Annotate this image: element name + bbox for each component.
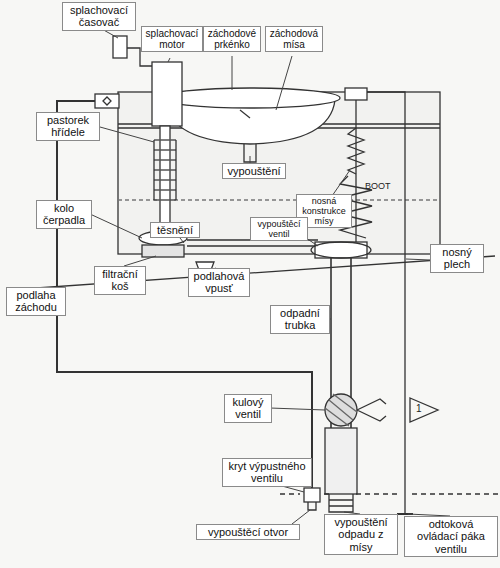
- ball-valve: [325, 394, 357, 426]
- part-label: vypouštěcí ventil: [253, 219, 305, 239]
- part-text: BOOT: [365, 181, 391, 191]
- callout-box: kulový ventil: [224, 394, 272, 423]
- leader-line: [232, 56, 233, 90]
- part-label: záchodové prkénko: [206, 28, 258, 50]
- callout-box: záchodové prkénko: [203, 26, 261, 52]
- leader-line: [282, 486, 304, 492]
- callout-number: 1: [416, 403, 422, 414]
- callout-box: nosný plech: [430, 244, 484, 273]
- waste-pipe-lower: [325, 428, 357, 494]
- leader-line: [276, 56, 292, 110]
- part-label: odpadní trubka: [273, 307, 327, 332]
- callout-box: vypouštěcí otvor: [196, 524, 300, 540]
- leader-line: [406, 259, 430, 260]
- part-label: těsnění: [153, 224, 197, 236]
- part-label: kolo čerpadla: [39, 202, 89, 227]
- part-label: nosný plech: [433, 246, 481, 271]
- bowl-outlet: [244, 144, 256, 162]
- callout-box: vypouštění: [222, 163, 286, 179]
- part-label: splachovací časovač: [65, 4, 133, 29]
- drain-valve-body: [315, 242, 367, 258]
- part-label: vypouštění odpadu z mísy: [327, 516, 395, 553]
- floor-line: [8, 256, 495, 290]
- fitting-symbol: [103, 97, 111, 105]
- callout-box: kolo čerpadla: [36, 200, 92, 229]
- part-label: splachovací motor: [144, 28, 200, 50]
- part-label: pastorek hřídele: [39, 114, 97, 139]
- leader-line: [168, 58, 170, 62]
- callout-box: vypouštění odpadu z mísy: [324, 514, 398, 555]
- support-cap: [345, 88, 367, 100]
- bowl-mark: [240, 110, 250, 118]
- part-label: filtrační koš: [97, 268, 143, 293]
- control-rod: [367, 92, 405, 514]
- toilet-seat: [160, 88, 340, 108]
- drawing-group: [8, 36, 498, 514]
- part-label: podlahová vpusť: [191, 270, 247, 295]
- callout-box: vypouštěcí ventil: [250, 217, 308, 241]
- callout-box: záchodová mísa: [265, 26, 323, 52]
- valve-lever: [357, 399, 386, 421]
- part-label: odtoková ovládací páka ventilu: [407, 518, 495, 555]
- callout-box: pastorek hřídele: [36, 112, 100, 141]
- drain-valve-cover: [304, 488, 320, 502]
- leader-line: [100, 127, 154, 142]
- support-rod: [355, 100, 356, 242]
- pinion-outline: [154, 140, 176, 200]
- leader-line: [270, 408, 325, 410]
- pipe-outlet: [329, 494, 353, 512]
- callout-box: splachovací časovač: [62, 2, 136, 31]
- callout-box: splachovací motor: [141, 26, 203, 52]
- callout-box: odpadní trubka: [270, 305, 330, 334]
- leader-line: [90, 214, 142, 238]
- ball-hatch: [325, 394, 357, 426]
- part-label: vypouštění: [225, 165, 283, 177]
- part-label: záchodová mísa: [268, 28, 320, 50]
- callout-box: podlaha záchodu: [6, 287, 66, 316]
- callout-box: podlahová vpusť: [188, 268, 250, 297]
- callout-box: kryt výpustného ventilu: [222, 458, 312, 487]
- flush-timer: [113, 36, 127, 58]
- drain-opening: [308, 502, 316, 510]
- leader-line: [332, 170, 350, 196]
- leader-line: [250, 156, 251, 163]
- callout-box: těsnění: [150, 222, 200, 238]
- part-label: kulový ventil: [227, 396, 269, 421]
- leader-line: [292, 510, 310, 524]
- callout-box: odtoková ovládací páka ventilu: [404, 516, 498, 557]
- leader-lines: [36, 28, 450, 524]
- part-label: vypouštěcí otvor: [199, 526, 297, 538]
- direction-arrow: [410, 398, 438, 422]
- part-label: kryt výpustného ventilu: [225, 460, 309, 485]
- drain-valve-disk: [311, 242, 371, 258]
- pipe-fitting: [95, 94, 119, 108]
- callout-box: filtrační koš: [94, 266, 146, 295]
- part-label: podlaha záchodu: [9, 289, 63, 314]
- filter-basket: [142, 245, 184, 257]
- flush-pipe: [57, 101, 312, 488]
- pinion-hatch: [154, 140, 176, 200]
- leader-line: [124, 256, 156, 266]
- leader-line: [180, 238, 184, 243]
- support-spring: [348, 128, 364, 174]
- flush-motor: [152, 62, 182, 126]
